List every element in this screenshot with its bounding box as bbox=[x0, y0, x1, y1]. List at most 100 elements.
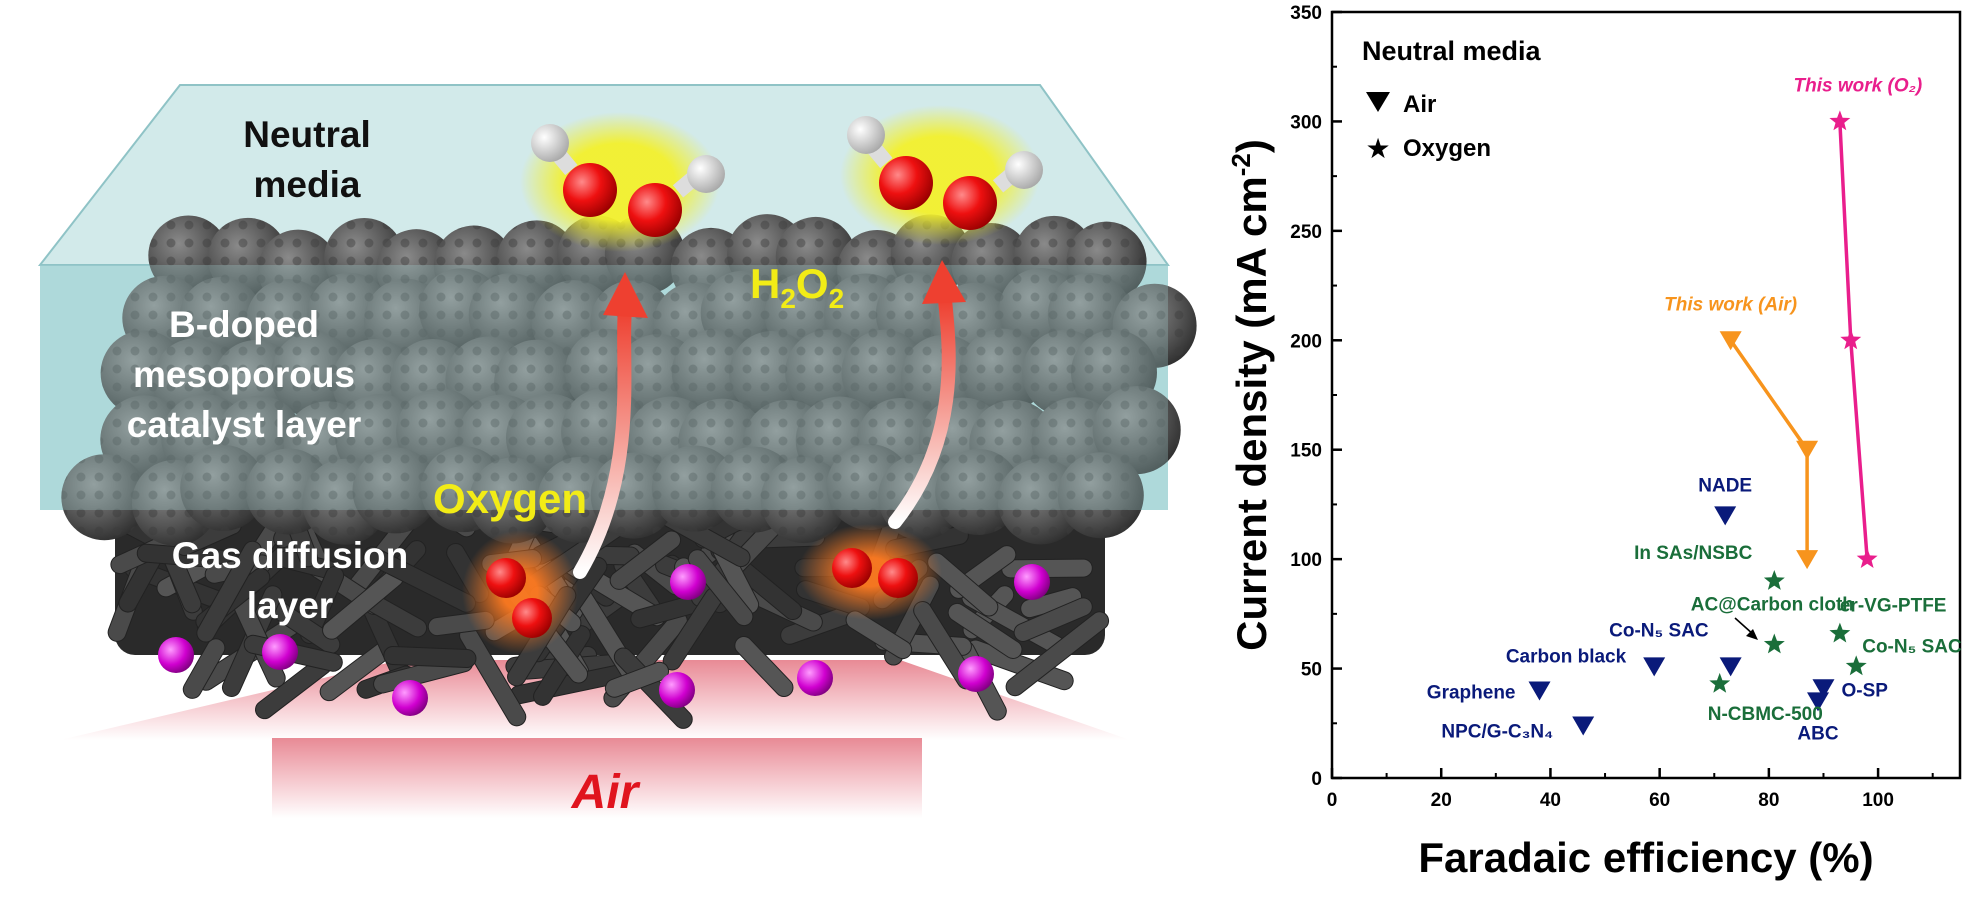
catalyst-sphere bbox=[1057, 452, 1144, 539]
data-point-triangle bbox=[1796, 440, 1819, 460]
series-line bbox=[1729, 339, 1809, 560]
data-point-triangle bbox=[1719, 657, 1742, 677]
h2o2-molecule bbox=[840, 105, 1043, 245]
point-label: NADE bbox=[1698, 475, 1752, 496]
series-annotation: This work (O₂) bbox=[1794, 75, 1923, 96]
data-point-star bbox=[1829, 622, 1851, 643]
carbon-fiber bbox=[947, 602, 1023, 659]
catalyst-label-line2: mesoporous bbox=[133, 354, 355, 395]
point-label: Graphene bbox=[1427, 682, 1516, 703]
carbon-fiber bbox=[604, 661, 670, 698]
carbon-fiber bbox=[687, 549, 754, 627]
data-point-triangle bbox=[1528, 681, 1551, 701]
y-tick-label: 150 bbox=[1290, 441, 1322, 462]
point-label: Co-N₅ SAC bbox=[1862, 636, 1962, 657]
reaction-arrow bbox=[888, 260, 966, 529]
data-point-triangle bbox=[1796, 550, 1819, 570]
carbon-fiber bbox=[1013, 597, 1093, 642]
y-tick-label: 100 bbox=[1290, 550, 1322, 571]
ions bbox=[158, 564, 1050, 716]
catalyst-sphere bbox=[468, 273, 553, 358]
catalyst-sphere bbox=[760, 457, 847, 544]
legend-entry-air: Air bbox=[1403, 91, 1436, 118]
air-label: Air bbox=[571, 766, 641, 819]
x-tick-label: 0 bbox=[1327, 790, 1338, 811]
media-label-line2: media bbox=[254, 164, 361, 205]
series-annotation: This work (Air) bbox=[1664, 294, 1797, 315]
data-point-triangle bbox=[1719, 331, 1742, 351]
gdl-label-line2: layer bbox=[247, 585, 333, 626]
ion bbox=[392, 680, 428, 716]
media-overlay bbox=[40, 265, 1168, 510]
gdl-label-line1: Gas diffusion bbox=[172, 535, 408, 576]
catalyst-sphere bbox=[959, 328, 1046, 415]
y-tick-label: 300 bbox=[1290, 112, 1322, 133]
carbon-fiber bbox=[609, 530, 682, 590]
h2o2-label: H2O2 bbox=[750, 260, 844, 314]
y-axis-title: Current density (mA cm-2) bbox=[1226, 139, 1275, 651]
x-tick-label: 20 bbox=[1431, 790, 1452, 811]
oxygen-label: Oxygen bbox=[433, 475, 587, 522]
x-tick-label: 100 bbox=[1862, 790, 1894, 811]
y-tick-label: 50 bbox=[1301, 660, 1322, 681]
legend-marker-star: ★ bbox=[1365, 132, 1390, 165]
x-tick-label: 40 bbox=[1540, 790, 1561, 811]
data-point-star bbox=[1829, 110, 1851, 131]
oxygen-molecule bbox=[462, 530, 578, 654]
catalyst-sphere bbox=[1092, 386, 1181, 475]
point-label: er-VG-PTFE bbox=[1840, 596, 1947, 617]
data-point-triangle bbox=[1807, 692, 1830, 712]
ion bbox=[797, 660, 833, 696]
catalyst-layer bbox=[61, 214, 1197, 546]
ion bbox=[958, 656, 994, 692]
markers bbox=[1528, 110, 1878, 736]
catalyst-sphere bbox=[469, 457, 556, 544]
data-point-star bbox=[1763, 570, 1785, 590]
h2o2-molecule bbox=[520, 112, 725, 252]
ion bbox=[670, 564, 706, 600]
x-ticks: 0 20 40 60 80 100 bbox=[1327, 768, 1934, 811]
point-label: Co-N₅ SAC bbox=[1609, 620, 1709, 641]
x-tick-label: 60 bbox=[1649, 790, 1670, 811]
point-label: Carbon black bbox=[1506, 646, 1627, 667]
carbon-fiber bbox=[613, 647, 693, 729]
y-tick-label: 250 bbox=[1290, 222, 1322, 243]
data-point-star bbox=[1840, 329, 1862, 350]
oxygen-molecule bbox=[798, 524, 942, 620]
point-label: In SAs/NSBC bbox=[1634, 543, 1753, 564]
catalyst-sphere bbox=[61, 454, 148, 541]
data-point-triangle bbox=[1714, 506, 1737, 526]
carbon-fiber bbox=[182, 638, 226, 699]
legend-entry-oxygen: Oxygen bbox=[1403, 135, 1491, 162]
point-label: AC@Carbon cloth bbox=[1691, 594, 1854, 615]
data-point-triangle bbox=[1812, 679, 1835, 699]
reaction-arrow bbox=[573, 272, 648, 579]
air-arrow bbox=[60, 660, 1130, 818]
catalyst-label-line1: B-doped bbox=[169, 304, 319, 345]
legend: Neutral media Air ★ Oxygen bbox=[1362, 36, 1542, 165]
data-point-star bbox=[1763, 633, 1785, 654]
carbon-fiber bbox=[383, 646, 477, 669]
data-point-triangle bbox=[1572, 716, 1595, 736]
x-tick-label: 80 bbox=[1758, 790, 1779, 811]
data-point-star bbox=[1856, 548, 1878, 568]
ion bbox=[1014, 564, 1050, 600]
y-ticks: 0 50 100 150 200 250 300 350 bbox=[1290, 3, 1342, 790]
carbon-fiber bbox=[734, 636, 794, 698]
y-tick-label: 200 bbox=[1290, 331, 1322, 352]
ion bbox=[158, 637, 194, 673]
legend-title: Neutral media bbox=[1362, 36, 1542, 66]
carbon-fiber bbox=[1005, 611, 1110, 697]
catalyst-sphere bbox=[148, 215, 229, 296]
data-point-star bbox=[1845, 655, 1867, 676]
catalyst-sphere bbox=[180, 444, 267, 531]
point-label: NPC/G-C₃N₄ bbox=[1441, 721, 1553, 742]
media-label-line1: Neutral bbox=[243, 114, 370, 155]
y-tick-label: 0 bbox=[1311, 769, 1322, 790]
y-tick-label: 350 bbox=[1290, 3, 1322, 24]
ion bbox=[262, 634, 298, 670]
data-point-star bbox=[1709, 672, 1731, 693]
